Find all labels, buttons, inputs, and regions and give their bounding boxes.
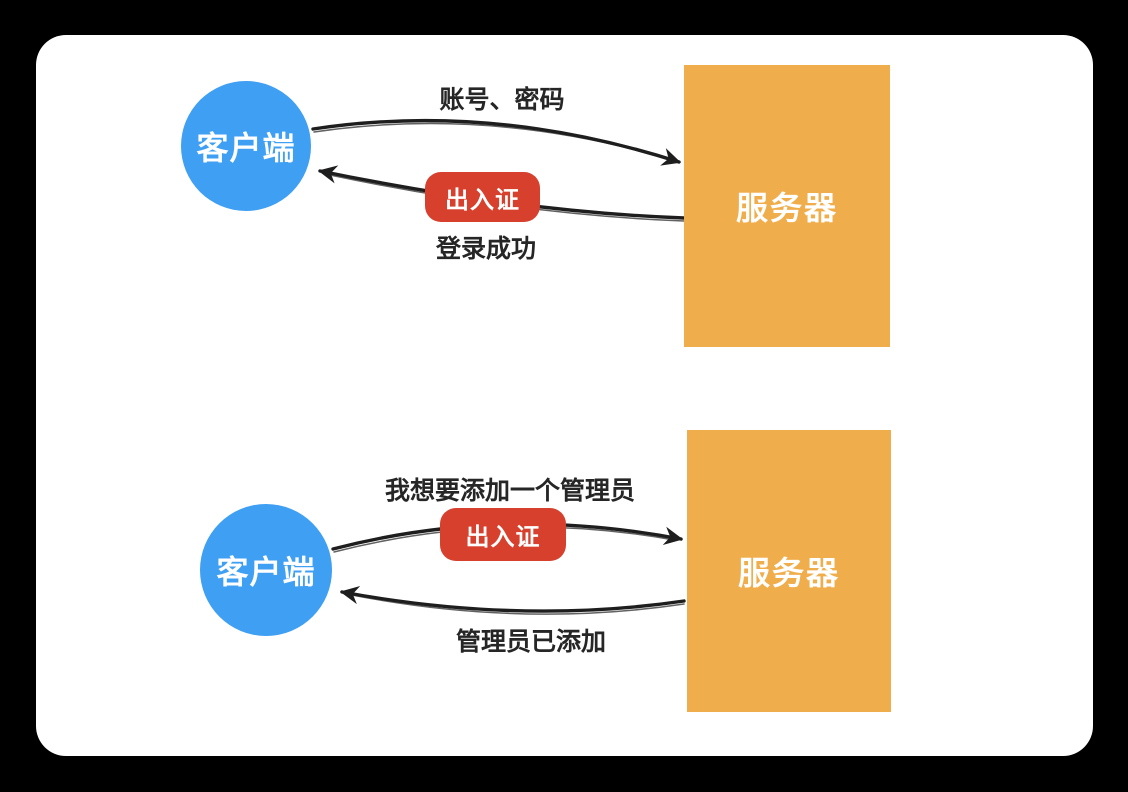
add-admin-request-label: 我想要添加一个管理员 (384, 477, 636, 505)
server-node-label: 服务器 (735, 190, 838, 226)
login-request-arrow-sketch-echo (313, 122, 673, 161)
access-pass-badge: 出入证 (440, 508, 566, 561)
add-admin-response-arrow-sketch-echo (351, 594, 685, 615)
client-node-label: 客户端 (216, 554, 316, 590)
server-node: 服务器 (687, 430, 891, 712)
access-pass-badge-label: 出入证 (445, 186, 520, 214)
access-pass-badge-label: 出入证 (465, 524, 541, 551)
client-node: 客户端 (200, 504, 332, 636)
server-node: 服务器 (684, 65, 890, 347)
server-node-label: 服务器 (737, 555, 840, 591)
add-admin-response-label: 管理员已添加 (455, 628, 607, 656)
client-node: 客户端 (181, 81, 311, 211)
add-admin-response-arrow (339, 585, 686, 613)
access-pass-badge: 出入证 (425, 172, 540, 222)
client-node-label: 客户端 (196, 130, 296, 166)
login-request-label: 账号、密码 (439, 86, 565, 114)
login-response-label: 登录成功 (435, 235, 537, 263)
